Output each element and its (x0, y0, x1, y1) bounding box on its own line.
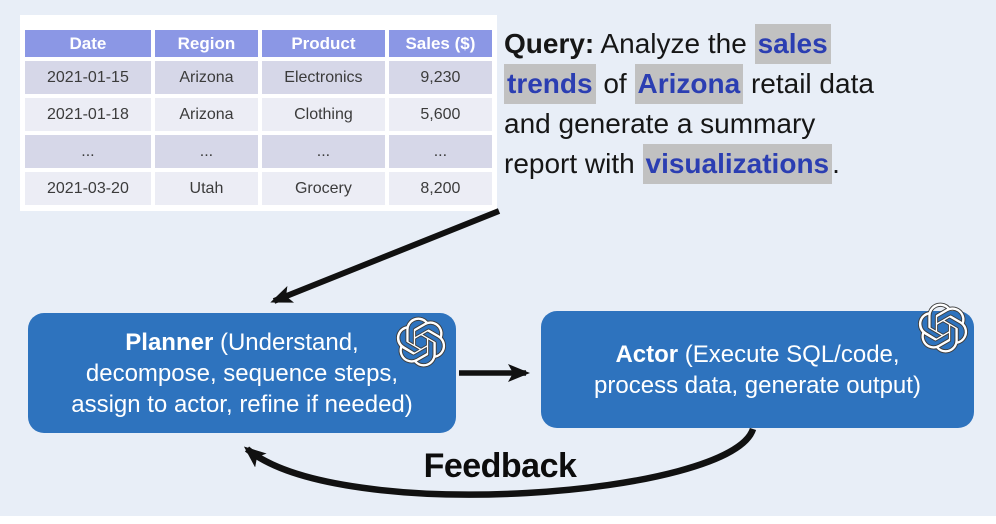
text-line: report with visualizations. (504, 144, 992, 184)
table-cell: Clothing (262, 98, 385, 131)
table-header-cell: Sales ($) (388, 30, 492, 57)
table-header-cell: Product (262, 30, 385, 57)
arrow-query-to-planner (270, 208, 501, 304)
table-header-cell: Date (25, 30, 151, 57)
table-cell: ... (154, 135, 259, 168)
table-cell: 5,600 (388, 98, 492, 131)
table-cell: Electronics (262, 61, 385, 94)
table-cell: 2021-03-20 (25, 172, 151, 205)
feedback-label: Feedback (423, 447, 577, 485)
table-cell: 2021-01-18 (25, 98, 151, 131)
table-cell: 8,200 (388, 172, 492, 205)
table-cell: ... (262, 135, 385, 168)
text-line: and generate a summary (504, 108, 816, 139)
table-cell: Grocery (262, 172, 385, 205)
table-cell: 2021-01-15 (25, 61, 151, 94)
text-line: assign to actor, refine if needed) (71, 390, 413, 418)
openai-logo-icon (394, 315, 448, 369)
table-header-cell: Region (154, 30, 259, 57)
actor-box: Actor (Execute SQL/code, process data, ge… (541, 311, 974, 428)
text-line: Query: Analyze the sales (504, 24, 992, 64)
text-line: process data, generate output) (594, 371, 921, 399)
table-cell: ... (25, 135, 151, 168)
text-line: Planner (Understand, (125, 328, 359, 356)
text-line: Actor (Execute SQL/code, (615, 340, 900, 368)
planner-box: Planner (Understand, decompose, sequence … (28, 313, 456, 433)
slide-bottom-edge (0, 516, 996, 524)
text-line: trends of Arizona retail data (504, 64, 992, 104)
table-cell: ... (388, 135, 492, 168)
openai-logo-icon (916, 301, 970, 355)
table-cell: Arizona (154, 98, 259, 131)
table-cell: 9,230 (388, 61, 492, 94)
table-cell: Utah (154, 172, 259, 205)
text-line: decompose, sequence steps, (85, 359, 399, 387)
table-cell: Arizona (154, 61, 259, 94)
